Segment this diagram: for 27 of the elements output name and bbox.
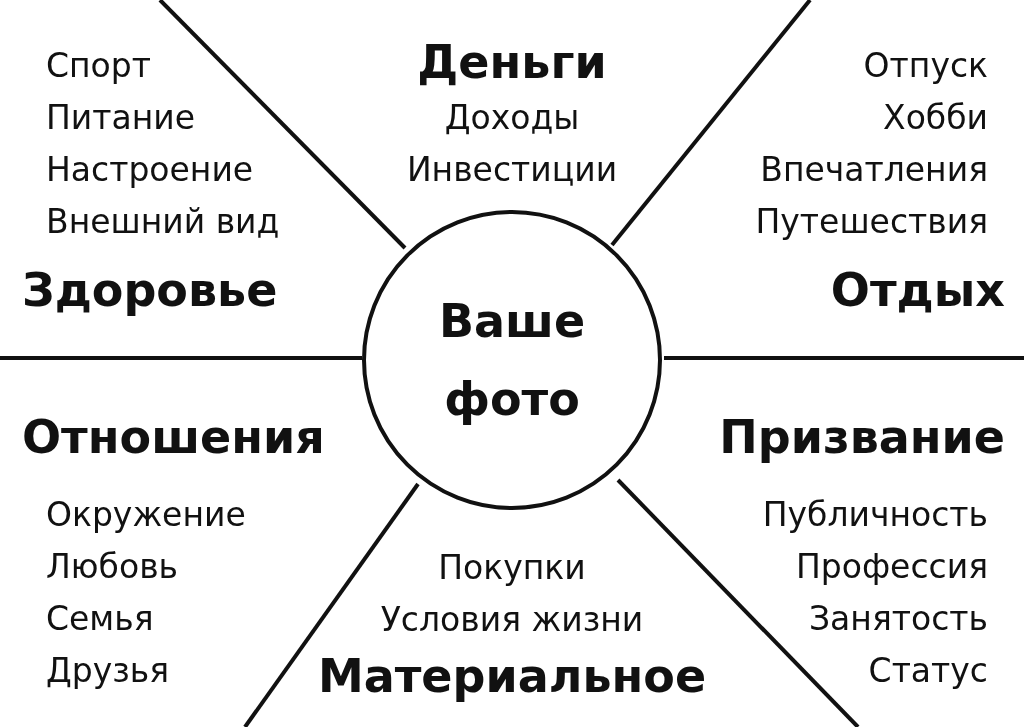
list-item: Доходы	[444, 97, 580, 139]
list-item: Занятость	[808, 598, 989, 640]
list-item: Отпуск	[863, 45, 989, 87]
list-item: Инвестиции	[406, 149, 618, 191]
category-heading: Отношения	[22, 409, 325, 466]
list-item: Друзья	[45, 650, 170, 692]
list-item: Публичность	[762, 494, 989, 536]
category-heading: Материальное	[317, 648, 707, 705]
category-heading: Деньги	[417, 34, 607, 91]
list-item: Условия жизни	[380, 599, 644, 641]
list-item: Семья	[45, 598, 154, 640]
list-item: Любовь	[45, 546, 179, 588]
category-heading: Призвание	[719, 409, 1005, 466]
list-item: Окружение	[45, 494, 246, 536]
list-item: Питание	[45, 97, 196, 139]
list-item: Настроение	[45, 149, 254, 191]
list-item: Покупки	[438, 547, 586, 589]
category-heading: Здоровье	[22, 262, 278, 319]
list-item: Профессия	[795, 546, 989, 588]
list-item: Внешний вид	[45, 201, 280, 243]
list-item: Путешествия	[755, 201, 989, 243]
list-item: Статус	[868, 650, 989, 692]
list-item: Хобби	[883, 97, 989, 139]
list-item: Впечатления	[760, 149, 989, 191]
list-item: Спорт	[45, 45, 151, 87]
category-heading: Отдых	[830, 262, 1005, 319]
photo-circle: Ваше фото	[362, 210, 662, 510]
